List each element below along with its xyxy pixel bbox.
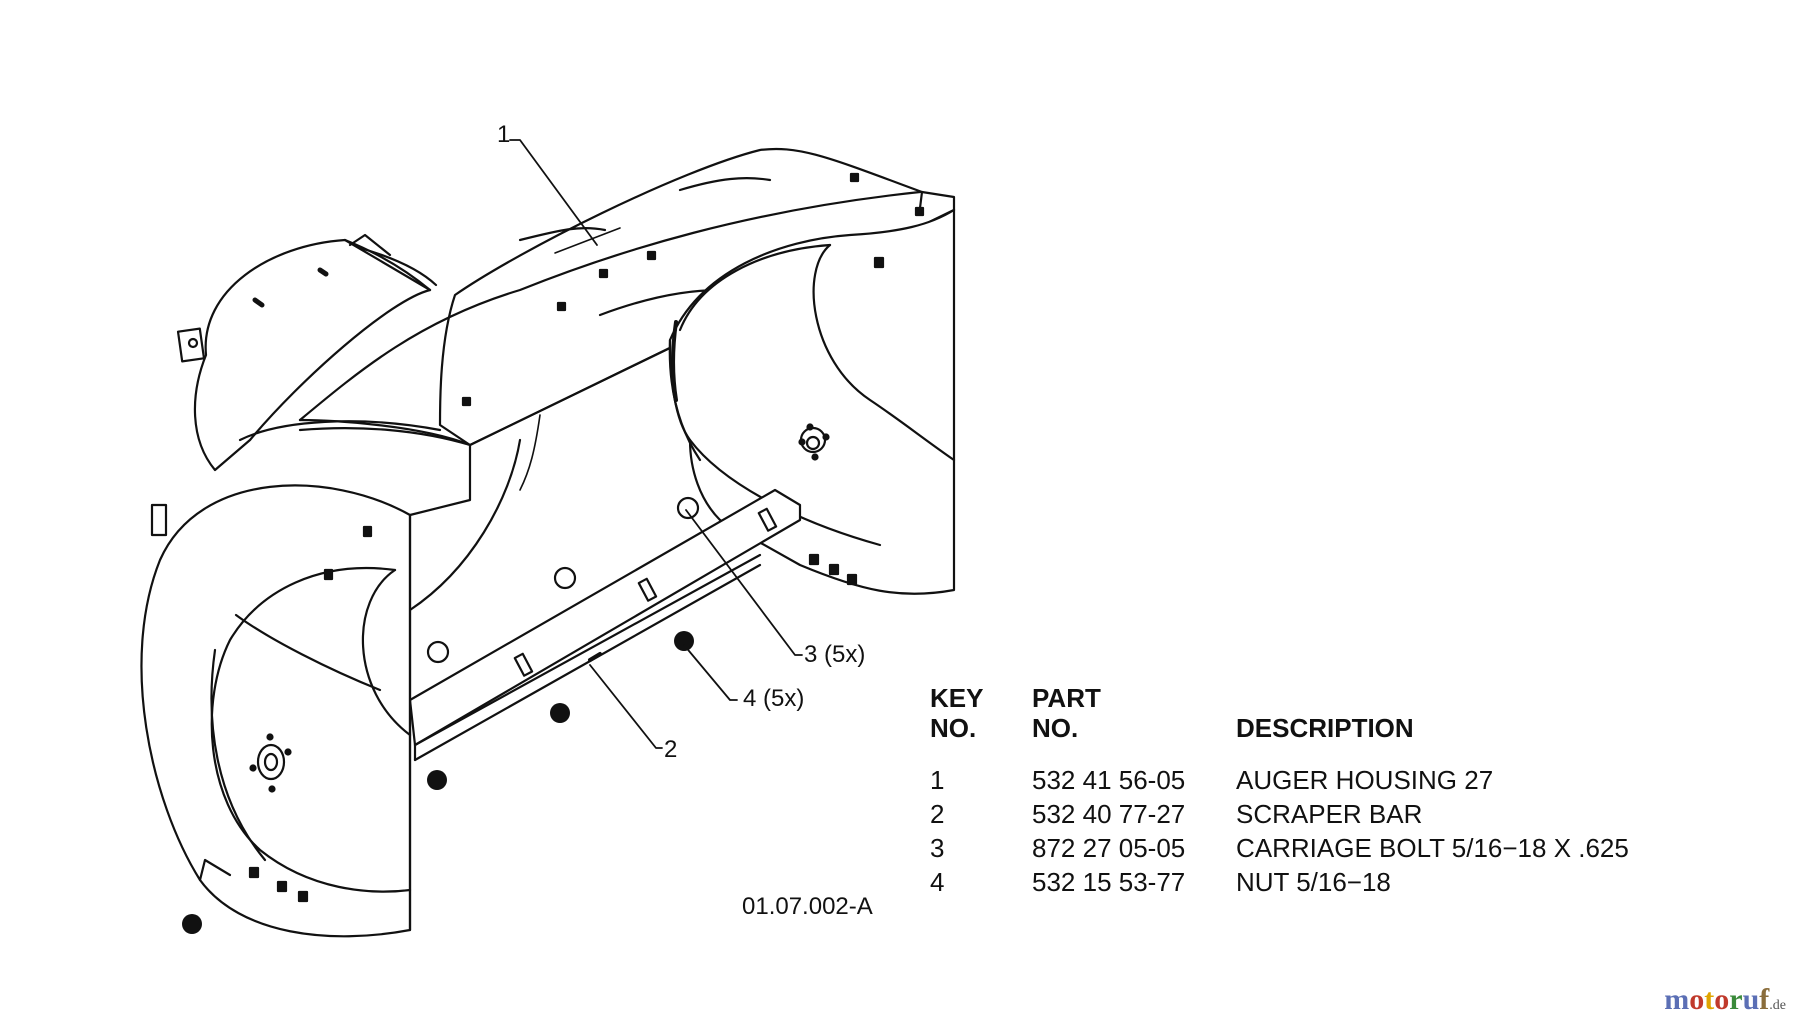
row-part-number: 532 15 53-77 [1032,867,1186,897]
right-drum [668,208,956,595]
row-description: AUGER HOUSING 27 [1236,765,1494,795]
row-description: SCRAPER BAR [1236,799,1423,829]
back-panel-curve [408,438,522,612]
row-key: 4 [930,867,945,897]
row-key: 3 [930,833,945,863]
rear-drum [150,233,438,537]
header-description: DESCRIPTION [1236,713,1414,743]
header-part-line1: PART [1032,683,1101,713]
row-key: 2 [930,799,945,829]
row-description: NUT 5/16−18 [1236,867,1391,897]
row-part-number: 532 41 56-05 [1032,765,1186,795]
callout-4: 4 (5x) [743,685,805,712]
header-key-line1: KEY [930,683,984,713]
motoruf-watermark-logo: motoruf.de [1664,983,1786,1016]
callout-2: 2 [664,736,678,763]
nuts-4 [182,631,694,934]
row-description: CARRIAGE BOLT 5/16−18 X .625 [1236,833,1629,863]
header-part-line2: NO. [1032,713,1079,743]
row-part-number: 872 27 05-05 [1032,833,1186,863]
drawing-number: 01.07.002-A [742,893,873,920]
front-left-drum [140,420,472,938]
callout-1: 1 [497,121,511,148]
callout-3: 3 (5x) [804,641,866,668]
row-part-number: 532 40 77-27 [1032,799,1186,829]
header-key-line2: NO. [930,713,977,743]
leader-lines [509,139,803,749]
row-key: 1 [930,765,945,795]
scraper-bar-2 [408,488,802,762]
